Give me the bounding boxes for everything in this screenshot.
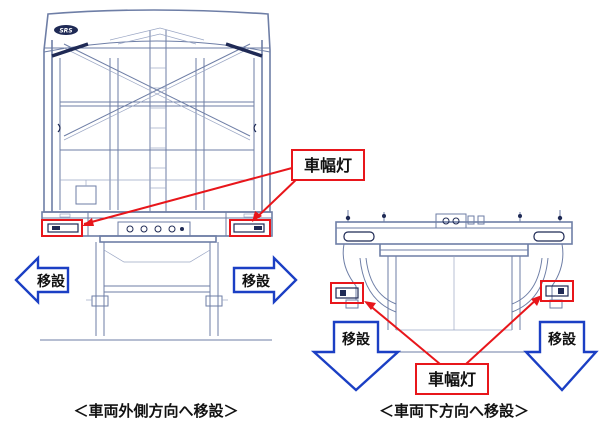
logo-text: SRS <box>59 28 72 35</box>
callout-right-lamp: 車幅灯 <box>330 280 574 395</box>
right-down-arrow: 移設 <box>523 320 599 392</box>
left-down-arrow: 移設 <box>310 320 402 392</box>
callout-left-lamp: 車幅灯 <box>41 149 365 237</box>
callout-right-label: 車幅灯 <box>428 370 476 389</box>
manufacturer-logo: SRS <box>54 25 78 35</box>
arrow-left-down-label: 移設 <box>342 331 371 348</box>
arrow-left-outward-label: 移設 <box>37 273 66 290</box>
left-outward-arrow: 移設 <box>14 255 70 305</box>
caption-right: ＜車両下方向へ移設＞ <box>379 402 529 420</box>
right-trailer-drawing <box>330 210 578 353</box>
callout-left-label: 車幅灯 <box>304 156 352 175</box>
arrow-right-outward-label: 移設 <box>242 273 271 290</box>
caption-left: ＜車両外側方向へ移設＞ <box>73 402 238 420</box>
arrow-right-down-label: 移設 <box>548 331 577 348</box>
right-outward-arrow: 移設 <box>232 255 298 305</box>
left-trailer-drawing <box>40 9 273 341</box>
